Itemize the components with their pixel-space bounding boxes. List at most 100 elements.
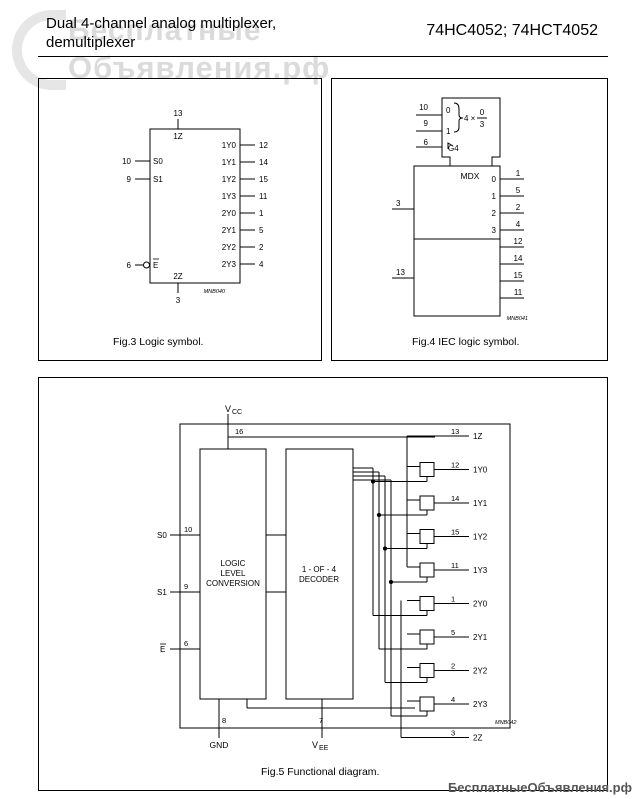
fig5-output-label: 1Y0	[473, 466, 488, 475]
fig4-code: MNB041	[507, 316, 528, 322]
fig4-right-pin: 5	[516, 186, 521, 195]
fig5-output-pin: 13	[451, 427, 459, 436]
fig5-output-pin: 12	[451, 461, 459, 470]
fig5-input-s0-pin: 10	[184, 525, 192, 534]
fig3-pin-s1-num: 9	[127, 175, 132, 184]
fig5-output-pin: 5	[451, 628, 455, 637]
fig5-output-label: 1Y2	[473, 533, 488, 542]
fig5-caption: Fig.5 Functional diagram.	[261, 766, 380, 778]
fig3-right-pin: 12	[259, 141, 268, 150]
fig5-block1-line1: LOGIC	[221, 559, 246, 568]
fig4-caption: Fig.4 IEC logic symbol.	[412, 336, 520, 348]
fig4-left-pin-13: 13	[396, 268, 405, 277]
fig4-block-label: MDX	[461, 171, 480, 181]
fig5-output-label: 2Y3	[473, 700, 488, 709]
fig5-vee-pin: 7	[319, 716, 323, 725]
fig3-right-label: 1Y1	[222, 158, 237, 167]
footer-watermark: БесплатныеОбъявления.рф	[447, 780, 632, 795]
fig4-output-label: 3	[492, 226, 497, 235]
fig4-fraction-num: 0	[480, 108, 485, 117]
fig4-right-pin: 4	[516, 220, 521, 229]
fig5-switch	[419, 562, 435, 578]
fig4-ctrl-pin-10: 10	[419, 103, 428, 112]
fig5-switch	[419, 596, 435, 611]
fig4-ctrl-pin-6: 6	[424, 138, 429, 147]
fig5-junction-dot	[388, 579, 394, 585]
fig5-output-label: 2Y2	[473, 667, 488, 676]
fig3-right-pin: 5	[259, 226, 264, 235]
fig4-ctrl-pin-9: 9	[424, 119, 429, 128]
fig3-right-label: 2Y0	[222, 209, 237, 218]
fig5-block1-line3: CONVERSION	[206, 579, 260, 588]
fig3-pin-s0-num: 10	[122, 157, 131, 166]
fig5-switch	[419, 663, 435, 678]
fig4-right-pin: 12	[514, 237, 523, 246]
fig5-switch	[419, 462, 435, 477]
fig5-vcc: V	[225, 404, 231, 414]
fig5-switch	[419, 529, 435, 544]
fig4-output-label: 2	[492, 209, 497, 218]
fig5-input-e-label: E	[160, 645, 165, 654]
fig5-code: MNB042	[495, 720, 516, 726]
fig3-right-label: 1Y2	[222, 175, 237, 184]
fig5-switch	[419, 495, 435, 511]
fig4-ctrl-inner-g4: G4	[448, 144, 459, 153]
fig5-output-pin: 3	[451, 729, 455, 738]
fig4-ctrl-inner-1: 1	[446, 127, 451, 136]
fig4-right-pin: 11	[514, 288, 523, 297]
fig3-right-label: 2Y3	[222, 260, 237, 269]
fig3-right-pin: 1	[259, 209, 264, 218]
fig3-right-label: 1Y0	[222, 141, 237, 150]
fig4-output-label: 0	[492, 175, 497, 184]
fig5-output-pin: 2	[451, 662, 455, 671]
fig5-input-s1-pin: 9	[184, 582, 188, 591]
fig5-output-pin: 15	[451, 528, 459, 537]
fig3-right-label: 2Y2	[222, 243, 237, 252]
fig5-output-pin: 14	[451, 494, 459, 503]
fig4-right-pin: 15	[514, 271, 523, 280]
fig3-bottom-pin: 3	[176, 296, 181, 305]
fig3-right-pin: 15	[259, 175, 268, 184]
fig5-gnd: GND	[210, 740, 229, 750]
fig4-right-pin: 14	[514, 254, 523, 263]
fig3-right-label: 2Y1	[222, 226, 237, 235]
fig5-output-pin: 1	[451, 595, 455, 604]
fig4-left-pin-3: 3	[396, 199, 401, 208]
fig4-right-pin: 2	[516, 203, 521, 212]
fig5-block2-line2: DECODER	[299, 575, 339, 584]
fig5-output-pin: 4	[451, 695, 455, 704]
fig3-bottom-label: 2Z	[173, 272, 182, 281]
fig5-vcc-pin: 16	[235, 427, 243, 436]
fig3-right-pin: 11	[259, 192, 268, 201]
fig5-output-label: 1Y1	[473, 499, 488, 508]
fig3-right-label: 1Y3	[222, 192, 237, 201]
fig3-right-pin: 2	[259, 243, 264, 252]
title-line2: demultiplexer	[46, 34, 136, 51]
fig5-gnd-pin: 8	[222, 716, 226, 725]
part-numbers: 74HC4052; 74HCT4052	[426, 22, 598, 39]
fig4-ctrl-inner-0: 0	[446, 106, 451, 115]
fig3-pin-e-label: E	[153, 261, 158, 270]
fig5-block1-line2: LEVEL	[221, 569, 246, 578]
fig4-iec-symbol: 10 9 6 0 1 G4 4 × 0 3 MDX 3 13 152412141…	[392, 97, 528, 322]
fig4-right-pin: 1	[516, 169, 521, 178]
fig5-vee-sub: EE	[319, 745, 329, 752]
fig3-top-label: 1Z	[173, 132, 182, 141]
fig5-switch	[419, 696, 435, 712]
title-line1: Dual 4-channel analog multiplexer,	[46, 15, 277, 32]
fig5-functional-diagram: 131Z121Y0141Y1151Y2111Y312Y052Y122Y242Y3…	[157, 404, 516, 752]
fig3-pin-e-num: 6	[127, 261, 132, 270]
fig5-output-label: 2Z	[473, 734, 482, 743]
fig3-pin-s1-label: S1	[153, 175, 163, 184]
fig5-vee: V	[312, 740, 318, 750]
fig5-junction-dot	[382, 546, 388, 551]
fig5-output-label: 1Z	[473, 432, 482, 441]
fig3-right-pin: 14	[259, 158, 268, 167]
fig5-output-label: 2Y1	[473, 633, 488, 642]
fig5-block2-line1: 1 - OF - 4	[302, 565, 337, 574]
fig5-input-e-pin: 6	[184, 639, 188, 648]
